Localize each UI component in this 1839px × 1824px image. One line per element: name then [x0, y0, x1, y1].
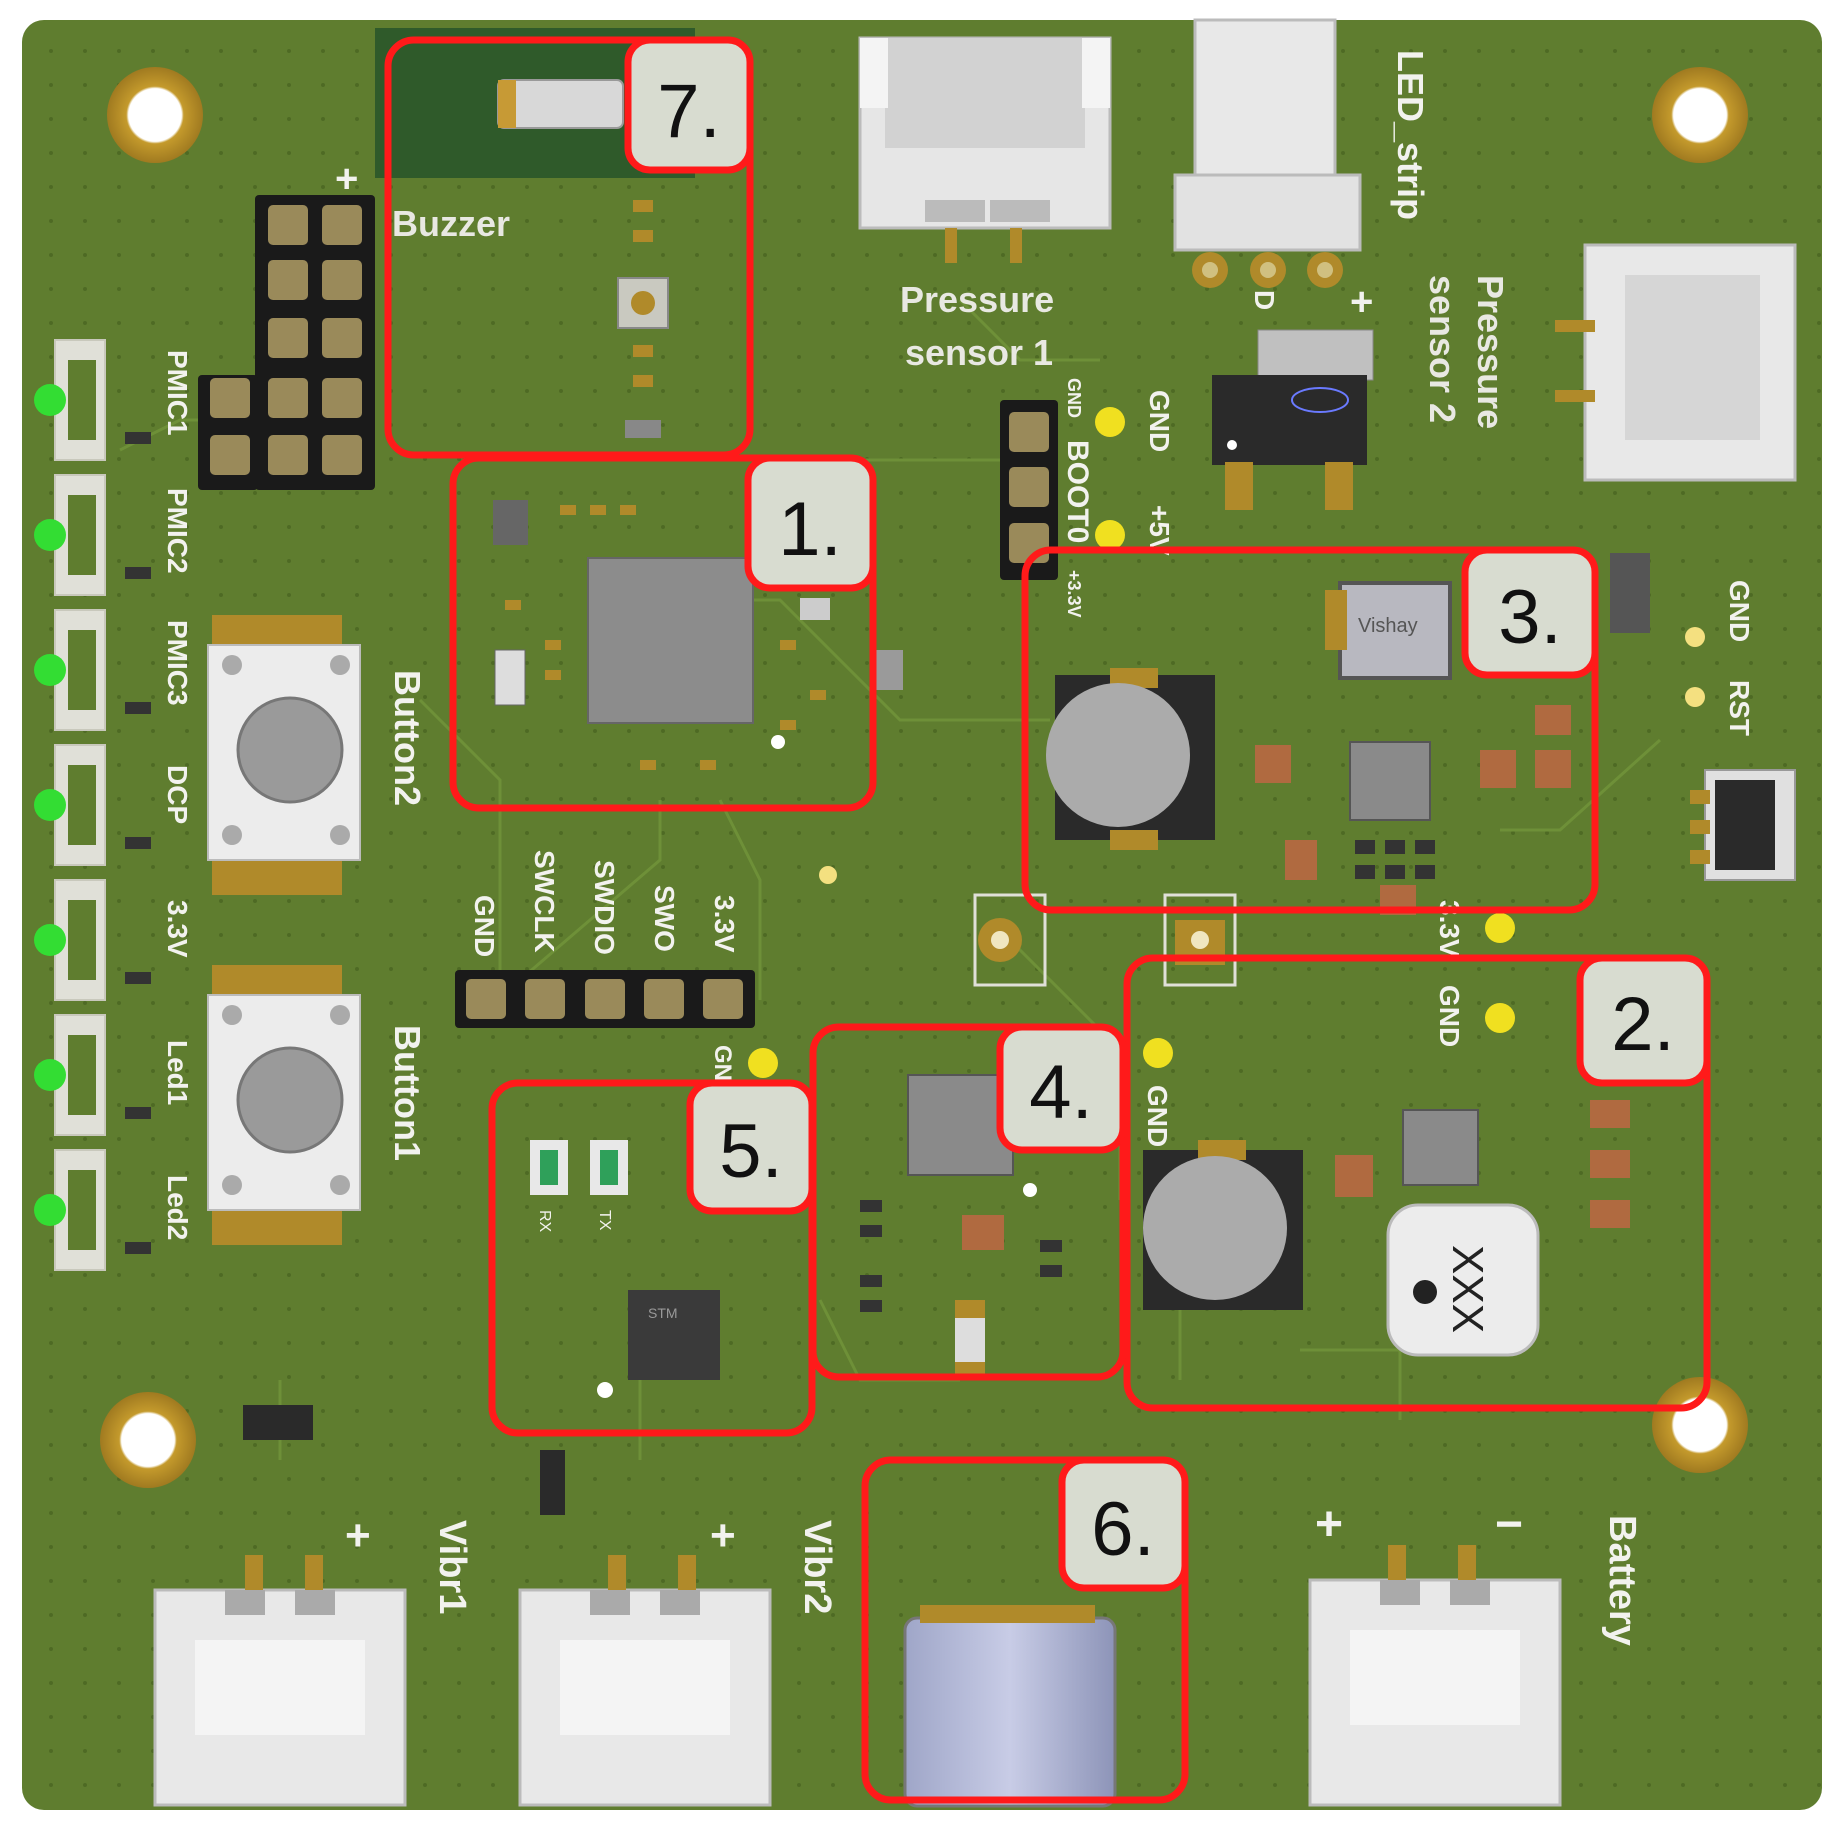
boot-side-gnd: GND	[1144, 390, 1175, 452]
pressure-sensor1-connector	[858, 36, 1112, 263]
reset-switch	[1690, 769, 1796, 881]
pressure-sensor1-line1: Pressure	[900, 279, 1054, 320]
power-pin-header: +	[198, 157, 375, 490]
voltage-regulator	[1212, 329, 1374, 510]
label-rx: RX	[536, 1210, 553, 1233]
button1-component	[207, 965, 361, 1245]
label-gnd-region2: GND	[1142, 1085, 1173, 1147]
mounting-holes	[100, 67, 1748, 1488]
battery-connector	[1308, 1545, 1562, 1807]
callout-label-5: 5.	[719, 1109, 782, 1194]
pressure-sensor2-line2-text: sensor 2	[1422, 275, 1463, 423]
swd-header	[455, 970, 755, 1028]
callout-box-5	[488, 1079, 816, 1437]
antenna-chip	[497, 79, 624, 129]
boot-label-gnd: GND	[1064, 378, 1084, 418]
buzzer-label: Buzzer	[392, 203, 510, 244]
battery-plus: +	[1315, 1498, 1343, 1551]
swd-label-swo: SWO	[649, 885, 680, 952]
usb-c-connector	[903, 1605, 1117, 1808]
region4-components	[860, 1074, 1062, 1380]
battery-minus: −	[1495, 1498, 1523, 1551]
vibr1-plus: +	[345, 1511, 371, 1560]
button1-label: Button1	[387, 1025, 428, 1161]
label-pmic1: PMIC1	[162, 350, 193, 436]
callout-label-6: 6.	[1091, 1487, 1154, 1572]
callout-box-2	[1123, 954, 1711, 1412]
callout-badge-3: 3.	[1461, 546, 1599, 679]
callout-badge-2: 2.	[1576, 954, 1711, 1087]
callout-badge-6: 6.	[1058, 1456, 1189, 1592]
swd-label-gnd: GND	[469, 895, 500, 957]
vibr1-label: Vibr1	[431, 1520, 473, 1614]
header-plus-label: +	[335, 157, 358, 201]
pmic-labels: PMIC1 PMIC2 PMIC3 DCP 3.3V Led1 Led2	[162, 350, 193, 1240]
callout-badges: 7. 1. 3. 2. 4. 5. 6.	[624, 36, 1711, 1592]
label-3v3: 3.3V	[162, 900, 193, 958]
label-right-rst: RST	[1724, 680, 1755, 736]
converter2-components: XXX	[1143, 1100, 1630, 1357]
callout-badge-4: 4.	[996, 1023, 1127, 1154]
vibr2-connector	[518, 1555, 772, 1807]
pressure-sensor2-line1-text: Pressure	[1470, 275, 1511, 429]
callout-label-4: 4.	[1029, 1050, 1092, 1135]
boot-header	[1000, 400, 1058, 580]
button2-component	[207, 615, 361, 895]
callout-label-3: 3.	[1498, 575, 1561, 660]
reg-label-gnd: GND	[1434, 985, 1465, 1047]
callout-badge-5: 5.	[686, 1079, 816, 1215]
region5-components: STM RX TX GND +5V	[530, 1045, 736, 1398]
swd-label-swclk: SWCLK	[529, 850, 560, 953]
vibr2-label: Vibr2	[796, 1520, 838, 1614]
led-strip-label: LED_strip	[1390, 50, 1431, 220]
chip-mark: STM	[648, 1305, 678, 1321]
callout-box-1	[449, 454, 877, 812]
boot-label-boot0: BOOT0	[1061, 440, 1094, 543]
callout-label-1: 1.	[778, 487, 841, 572]
inductor3-mark: Vishay	[1358, 615, 1418, 637]
callout-box-6	[861, 1456, 1189, 1804]
swd-label-3v3: 3.3V	[709, 895, 740, 953]
led-strip-connector	[1173, 18, 1362, 288]
battery-label: Battery	[1601, 1515, 1643, 1646]
callout-box-3	[1021, 546, 1599, 914]
label-led2: Led2	[162, 1175, 193, 1240]
label-dcp: DCP	[162, 765, 193, 824]
callout-label-7: 7.	[657, 69, 720, 154]
pressure-sensor1-line2: sensor 1	[905, 332, 1053, 373]
pressure-sensor1-label: Pressure sensor 1	[900, 279, 1064, 373]
led-strip-pin-d: D	[1249, 290, 1280, 310]
label-tx: TX	[596, 1210, 613, 1231]
inductor2-mark: XXX	[1443, 1245, 1492, 1333]
callout-label-2: 2.	[1611, 982, 1674, 1067]
label-right-gnd: GND	[1724, 580, 1755, 642]
pressure-sensor2-connector	[1555, 243, 1797, 482]
vibr2-plus: +	[710, 1511, 736, 1560]
callout-badge-1: 1.	[744, 454, 877, 592]
mcu-chip	[493, 500, 903, 770]
swd-label-swdio: SWDIO	[589, 860, 620, 955]
callout-badge-7: 7.	[624, 36, 754, 174]
status-led-column	[34, 339, 151, 1271]
led-strip-pin-plus: +	[1350, 280, 1373, 324]
boot-label-3v3: +3.3V	[1064, 570, 1084, 618]
button2-label: Button2	[387, 670, 428, 806]
callout-regions	[384, 36, 1711, 1804]
label-pmic3: PMIC3	[162, 620, 193, 706]
converter3-components: Vishay	[1046, 553, 1650, 915]
label-pmic2: PMIC2	[162, 488, 193, 574]
label-led1: Led1	[162, 1040, 193, 1105]
vibr1-connector	[153, 1555, 407, 1807]
